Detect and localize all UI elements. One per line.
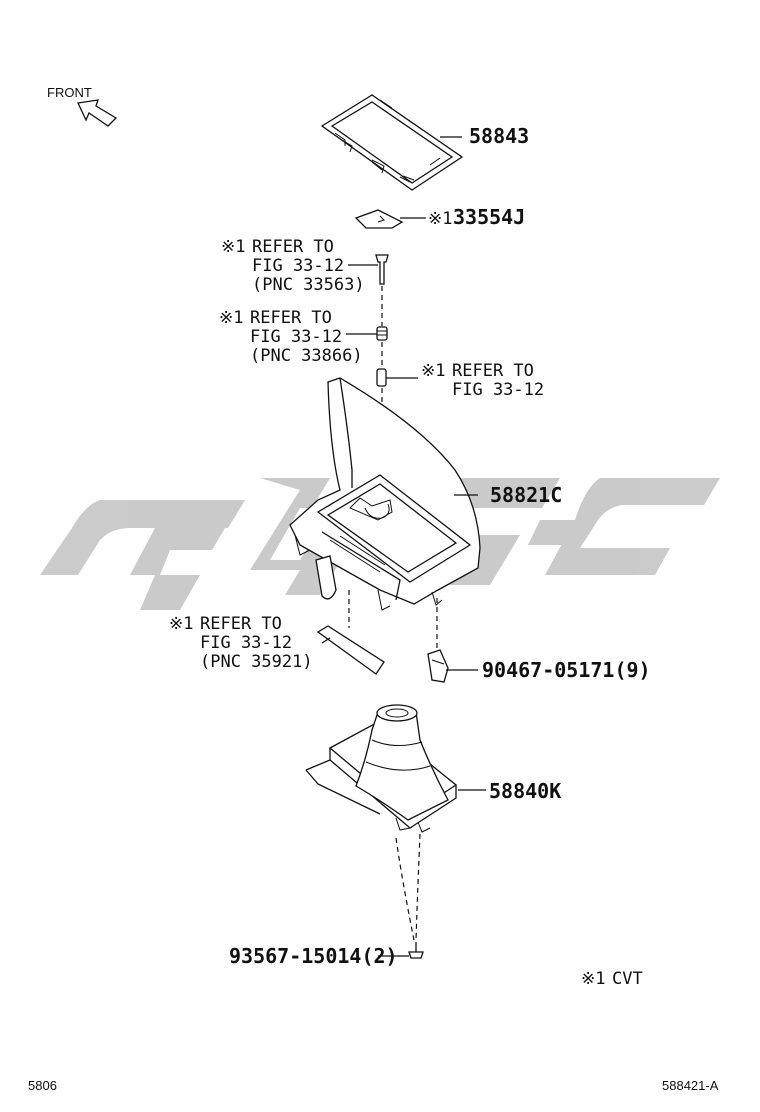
ref-33563-line1: REFER TO bbox=[252, 237, 334, 257]
label-58843: 58843 bbox=[469, 124, 529, 148]
part-33554j-bracket bbox=[354, 209, 426, 229]
label-58840k: 58840K bbox=[489, 779, 561, 803]
legend-cvt: ※1 CVT bbox=[581, 969, 643, 989]
ref-35921-line3: (PNC 35921) bbox=[200, 652, 313, 672]
ref-33866-line1: REFER TO bbox=[250, 308, 332, 328]
label-93567: 93567-15014(2) bbox=[229, 944, 398, 968]
front-arrow: FRONT bbox=[47, 85, 118, 127]
label-58821c: 58821C bbox=[490, 483, 562, 507]
label-90467: 90467-05171(9) bbox=[482, 658, 651, 682]
part-pad-35921 bbox=[316, 625, 385, 675]
page-number: 5806 bbox=[28, 1078, 57, 1093]
part-nut-33866 bbox=[346, 326, 388, 341]
mark-33554j: ※1 bbox=[428, 209, 452, 229]
part-screw-93567 bbox=[378, 942, 424, 959]
ref-35921-mark: ※1 bbox=[169, 614, 193, 634]
ref-33866: ※1 REFER TO FIG 33-12 (PNC 33866) bbox=[219, 308, 363, 366]
ref-fig-line2: FIG 33-12 bbox=[452, 380, 544, 400]
ref-fig-mark: ※1 bbox=[421, 361, 445, 381]
part-collar bbox=[376, 368, 418, 387]
ref-33563-mark: ※1 bbox=[221, 237, 245, 257]
ref-33563-line3: (PNC 33563) bbox=[252, 275, 365, 295]
ref-33866-line2: FIG 33-12 bbox=[250, 327, 342, 347]
ref-33866-line3: (PNC 33866) bbox=[250, 346, 363, 366]
part-58843-frame bbox=[320, 94, 464, 191]
ref-33563: ※1 REFER TO FIG 33-12 (PNC 33563) bbox=[221, 237, 365, 295]
front-label: FRONT bbox=[47, 85, 92, 100]
part-clip-90467 bbox=[427, 649, 478, 683]
ref-fig-line1: REFER TO bbox=[452, 361, 534, 381]
part-58821c-panel bbox=[289, 377, 481, 611]
ref-33563-line2: FIG 33-12 bbox=[252, 256, 344, 276]
front-arrow-icon bbox=[77, 99, 118, 127]
ref-35921: ※1 REFER TO FIG 33-12 (PNC 35921) bbox=[169, 614, 313, 672]
label-33554j: 33554J bbox=[453, 205, 525, 229]
part-58840k-boot bbox=[305, 704, 486, 833]
ref-35921-line1: REFER TO bbox=[200, 614, 282, 634]
legend-mark: ※1 bbox=[581, 969, 605, 989]
legend-text: CVT bbox=[612, 969, 643, 989]
ref-33866-mark: ※1 bbox=[219, 308, 243, 328]
ref-fig: ※1 REFER TO FIG 33-12 bbox=[421, 361, 544, 400]
figure-id: 588421-A bbox=[662, 1078, 719, 1093]
part-pin-33563 bbox=[348, 254, 389, 285]
ref-35921-line2: FIG 33-12 bbox=[200, 633, 292, 653]
